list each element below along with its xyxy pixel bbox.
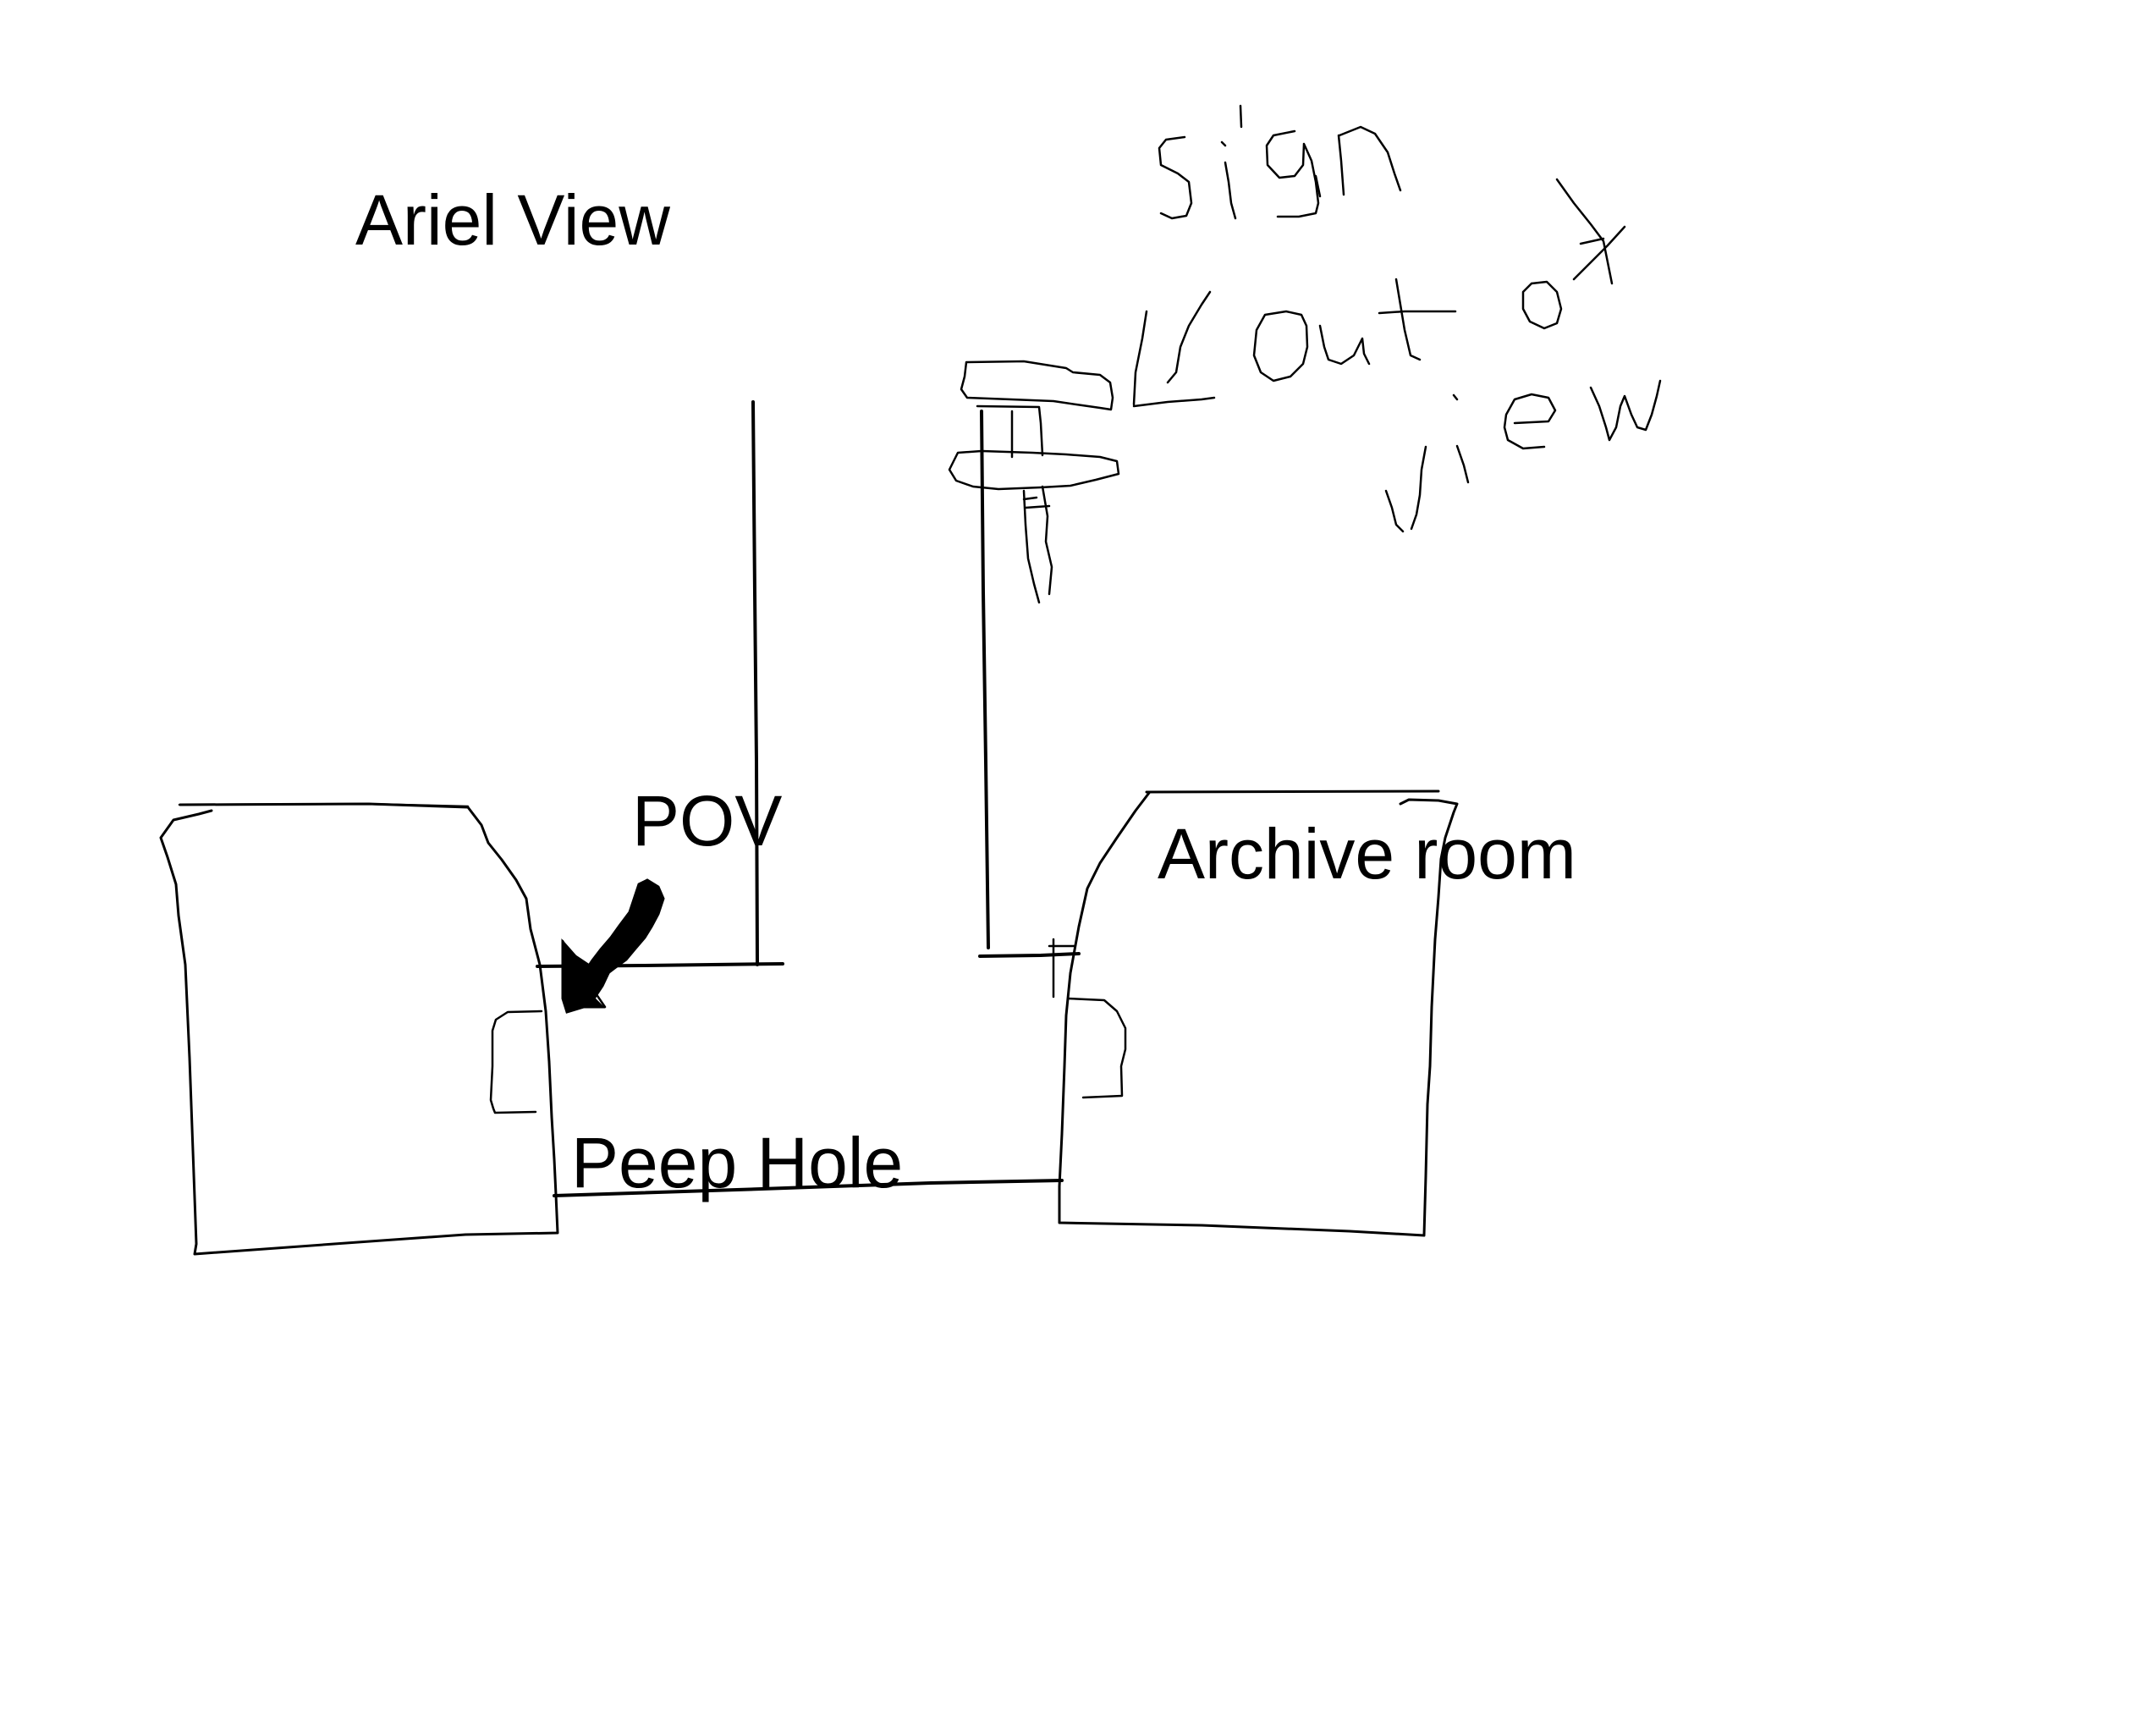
handwritten-note [1132,104,1662,533]
sign-legs [1022,485,1053,604]
left-room-alcove [489,1010,543,1114]
hw-letter-s [1158,135,1193,220]
hw-letter-g-tick [1239,104,1322,198]
hw-letter-w [1589,379,1662,442]
diagram-title: Ariel View [355,180,670,260]
corridor-left-wall [751,400,759,966]
corridor-right-ledge [978,952,1081,958]
pov-label: POV [632,781,783,861]
hw-letter-i [1220,140,1237,220]
hw-letter-i2 [1452,393,1470,484]
sign-shape [960,360,1114,411]
hw-letter-v [1384,445,1427,533]
right-room-outline [1058,789,1459,1237]
archive-room-label: Archive room [1158,814,1576,894]
corridor-right-wall [980,410,990,949]
peep-hole-line [553,1179,1064,1197]
hw-letter-f [1555,178,1626,285]
pov-arrow-barb [561,939,607,1009]
left-room-outline [159,802,559,1256]
peep-hole-label: Peep Hole [571,1123,904,1202]
hw-letter-n [1337,125,1402,196]
left-room-top-edge [178,802,470,808]
hw-letter-g [1265,129,1320,218]
right-room-alcove [1066,997,1127,1099]
hw-letter-o2 [1521,280,1563,330]
sign-board-lower [948,449,1120,491]
hw-letter-o [1252,310,1309,382]
hw-letter-u [1318,324,1371,366]
hw-letter-e [1503,393,1557,450]
hw-letter-t [1378,278,1457,361]
corridor-right-tick [1048,938,1076,999]
hw-stroke-l [1132,290,1216,408]
pov-arrow-head [561,938,612,1014]
arrow-down-left-icon [561,878,665,1014]
sign-post-upper [976,404,1044,459]
